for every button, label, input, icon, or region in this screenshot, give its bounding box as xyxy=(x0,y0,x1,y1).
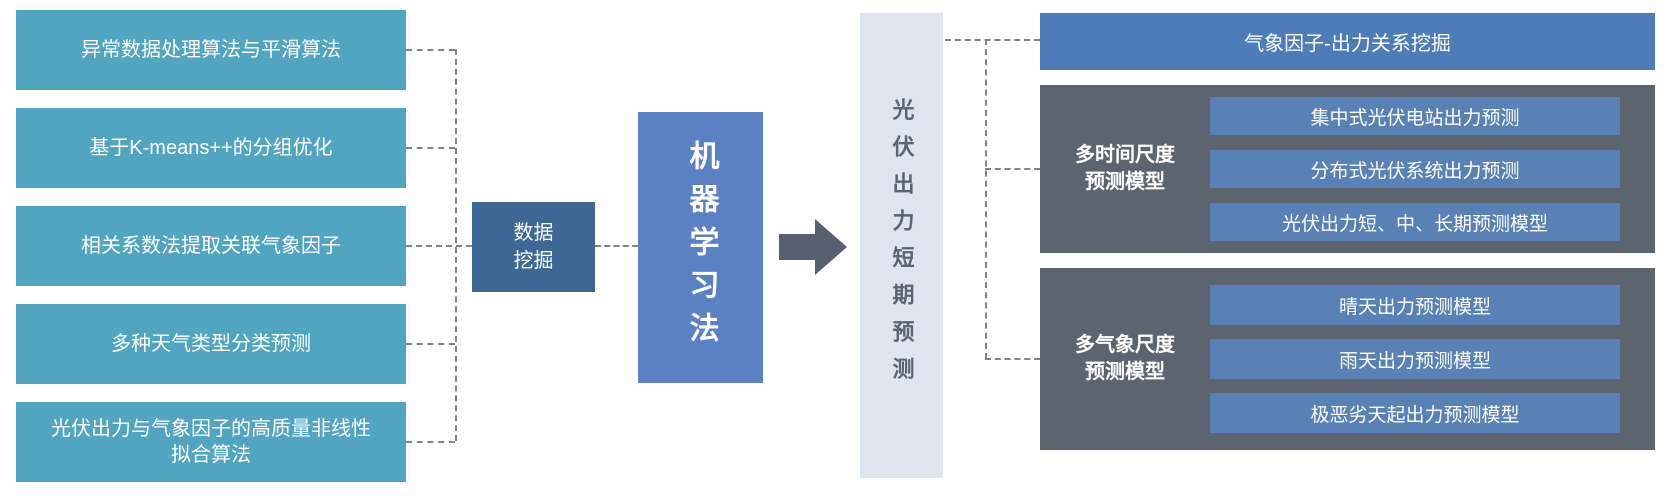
connector-panel-time xyxy=(985,168,1040,170)
algorithm-step-box-5: 光伏出力与气象因子的高质量非线性拟合算法 xyxy=(16,402,406,482)
model-box-distributed: 分布式光伏系统出力预测 xyxy=(1210,150,1620,188)
multi-timescale-label: 多时间尺度 预测模型 xyxy=(1040,142,1210,196)
connector-panel-weather xyxy=(985,358,1040,360)
connector-right-spine xyxy=(985,39,987,359)
multi-weather-label: 多气象尺度 预测模型 xyxy=(1040,332,1210,386)
model-box-sunny: 晴天出力预测模型 xyxy=(1210,285,1620,325)
connector-step3 xyxy=(406,245,472,247)
pv-output-forecast-label: 光伏出力短期预测 xyxy=(889,97,915,394)
connector-step4 xyxy=(406,343,455,345)
machine-learning-box: 机器学习法 xyxy=(638,112,763,383)
multi-timescale-items: 集中式光伏电站出力预测 分布式光伏系统出力预测 光伏出力短、中、长期预测模型 xyxy=(1210,97,1620,241)
multi-timescale-panel: 多时间尺度 预测模型 集中式光伏电站出力预测 分布式光伏系统出力预测 光伏出力短… xyxy=(1040,85,1655,253)
data-mining-line2: 挖掘 xyxy=(513,250,554,272)
model-box-rainy: 雨天出力预测模型 xyxy=(1210,339,1620,379)
relation-mining-bar: 气象因子-出力关系挖掘 xyxy=(1040,13,1655,70)
multi-weather-panel: 多气象尺度 预测模型 晴天出力预测模型 雨天出力预测模型 极恶劣天起出力预测模型 xyxy=(1040,268,1655,450)
multi-weather-items: 晴天出力预测模型 雨天出力预测模型 极恶劣天起出力预测模型 xyxy=(1210,285,1620,433)
multi-weather-label-line1: 多气象尺度 xyxy=(1075,334,1175,356)
multi-timescale-label-line1: 多时间尺度 xyxy=(1075,144,1175,166)
multi-timescale-label-line2: 预测模型 xyxy=(1085,171,1165,193)
connector-step2 xyxy=(406,147,455,149)
algorithm-step-box-2: 基于K-means++的分组优化 xyxy=(16,108,406,188)
connector-mining-to-ml xyxy=(595,245,638,247)
connector-left-spine xyxy=(455,49,457,441)
model-box-short-mid-long: 光伏出力短、中、长期预测模型 xyxy=(1210,203,1620,241)
model-box-extreme: 极恶劣天起出力预测模型 xyxy=(1210,393,1620,433)
flow-arrow-icon xyxy=(779,234,815,260)
data-mining-line1: 数据 xyxy=(513,222,554,244)
algorithm-step-box-3: 相关系数法提取关联气象因子 xyxy=(16,206,406,286)
machine-learning-label: 机器学习法 xyxy=(684,140,718,355)
data-mining-box: 数据 挖掘 xyxy=(472,202,595,292)
algorithm-step-box-1: 异常数据处理算法与平滑算法 xyxy=(16,10,406,90)
pv-output-forecast-bar: 光伏出力短期预测 xyxy=(860,13,943,478)
connector-step1 xyxy=(406,49,455,51)
model-box-centralized: 集中式光伏电站出力预测 xyxy=(1210,97,1620,135)
algorithm-step-box-4: 多种天气类型分类预测 xyxy=(16,304,406,384)
connector-step5 xyxy=(406,441,455,443)
multi-weather-label-line2: 预测模型 xyxy=(1085,361,1165,383)
connector-topbar xyxy=(945,39,1040,41)
flow-arrow-head-icon xyxy=(815,219,847,275)
